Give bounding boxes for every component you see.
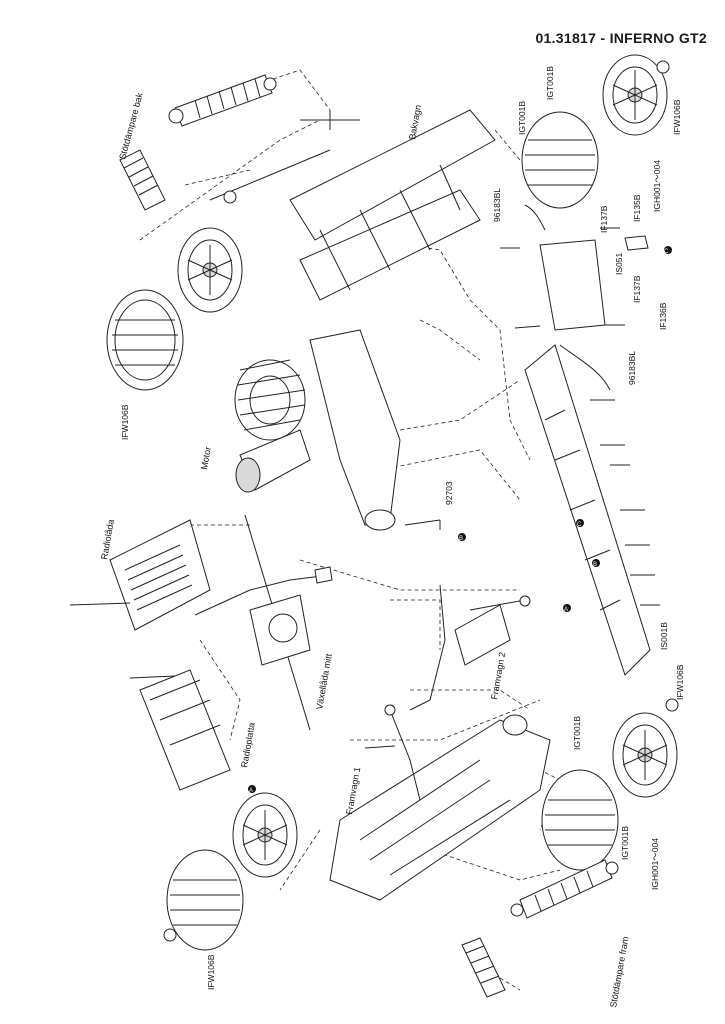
rear-left-tyre <box>106 289 184 391</box>
radio-box <box>69 519 211 631</box>
page-title: 01.31817 - INFERNO GT2 <box>535 30 707 46</box>
front-left-rim <box>232 792 298 878</box>
part-label: IFW106B <box>672 99 682 135</box>
callout-b-chassis: B <box>593 562 597 568</box>
part-label: IGT001B <box>620 826 630 860</box>
callout-a-chassis: A <box>564 607 568 613</box>
part-label: IFW106B <box>120 404 130 440</box>
part-label: IF135B <box>632 194 642 222</box>
part-label: 96183BL <box>492 188 502 222</box>
label-motor: Motor <box>199 446 213 470</box>
part-label: 96183BL <box>627 351 637 385</box>
chassis-plate <box>524 344 660 676</box>
callout-c-top: C <box>664 249 669 255</box>
front-left-tyre <box>163 849 244 951</box>
front-shock-boot <box>461 937 506 998</box>
part-label: IGH001～004 <box>652 160 662 212</box>
label-radio-box: Radiolåda <box>99 519 116 561</box>
part-number-labels: IGT001B IGT001B IFW106B IGH001～004 IF135… <box>120 66 685 990</box>
label-center-gearbox: Växellåda mitt <box>314 652 334 710</box>
front-shock-absorber <box>510 859 619 919</box>
label-radio-plate: Radioplatta <box>239 722 257 769</box>
receiver-box <box>500 204 649 391</box>
label-front-shock: Stötdämpare fram <box>608 936 630 1009</box>
part-label: IGT001B <box>572 716 582 750</box>
part-label: IGT001B <box>545 66 555 100</box>
front-right-rim <box>612 698 679 798</box>
front-assembly-1 <box>329 704 551 901</box>
motor <box>234 329 441 531</box>
part-label: IGT001B <box>517 101 527 135</box>
front-assembly-2 <box>409 584 531 711</box>
part-label: IFW106B <box>675 664 685 700</box>
label-rear-shock: Stötdämpare bak <box>117 91 145 160</box>
callout-b-left: B <box>459 536 463 542</box>
rear-right-tyre <box>521 111 599 209</box>
part-label: IS051 <box>614 253 624 275</box>
center-gearbox <box>194 514 333 731</box>
part-label: IF136B <box>658 302 668 330</box>
callout-a-plate: A <box>249 788 253 794</box>
part-label: IS001B <box>659 622 669 650</box>
part-label: IGH001～004 <box>650 838 660 890</box>
part-label: IFW106B <box>206 954 216 990</box>
rear-assembly <box>209 109 496 301</box>
front-right-tyre <box>541 769 619 871</box>
part-label: IF137B <box>599 205 609 233</box>
rear-shock-boot <box>119 149 166 211</box>
callout-markers: C B C B A A <box>248 246 672 794</box>
part-label: IF137B <box>632 275 642 303</box>
label-front-assembly-2: Framvagn 2 <box>489 651 507 700</box>
callout-c-chassis: C <box>577 522 582 528</box>
radio-plate <box>129 669 231 791</box>
rear-right-rim <box>602 54 670 136</box>
rear-shock-absorber <box>168 74 277 127</box>
part-label: 92703 <box>444 481 454 505</box>
rear-left-rim <box>177 227 243 313</box>
